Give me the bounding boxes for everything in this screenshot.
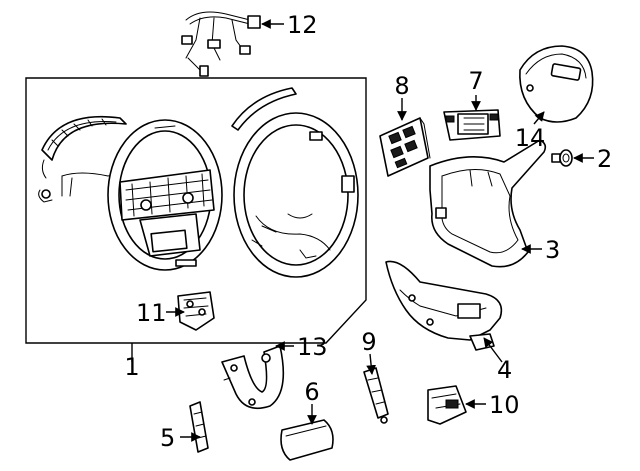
callout-1: 1 — [124, 353, 139, 381]
callout-7: 7 — [468, 67, 483, 95]
assembly-outline — [25, 77, 367, 344]
switch-assembly-part-7 — [443, 109, 501, 141]
callout-6: 6 — [304, 378, 319, 406]
steering-wheel-rear — [231, 87, 359, 278]
steering-wheel-assembly-group — [25, 77, 367, 344]
callout-8: 8 — [394, 72, 409, 100]
callout-11: 11 — [136, 299, 167, 327]
callout-9: 9 — [361, 328, 376, 356]
callout-5: 5 — [160, 424, 175, 452]
callout-labels: 1 2 3 4 5 6 7 8 9 10 11 12 13 14 — [124, 11, 612, 452]
callout-3: 3 — [545, 236, 560, 264]
leader-lines — [131, 19, 594, 442]
switch-part-9 — [363, 367, 389, 424]
bolt-part — [551, 149, 573, 167]
wiring-harness-part — [181, 11, 261, 77]
horn-switch-contact-part — [177, 291, 215, 331]
switch-assembly-part-8 — [379, 117, 431, 177]
steering-wheel-rear-cover-part — [429, 139, 547, 268]
callout-12: 12 — [287, 11, 318, 39]
callout-2: 2 — [597, 145, 612, 173]
airbag-module-part — [519, 45, 594, 123]
callout-4: 4 — [497, 356, 512, 384]
steering-wheel-front — [107, 119, 223, 271]
trim-cover-part — [280, 419, 334, 461]
callout-14: 14 — [515, 124, 546, 152]
bracket-part — [221, 345, 285, 410]
sensor-part — [427, 385, 467, 425]
wheel-trim-strip-left — [38, 115, 127, 203]
callout-10: 10 — [489, 391, 520, 419]
clip-part — [189, 401, 209, 453]
callout-13: 13 — [297, 333, 328, 361]
steering-wheel-lower-cover-part — [385, 260, 503, 351]
